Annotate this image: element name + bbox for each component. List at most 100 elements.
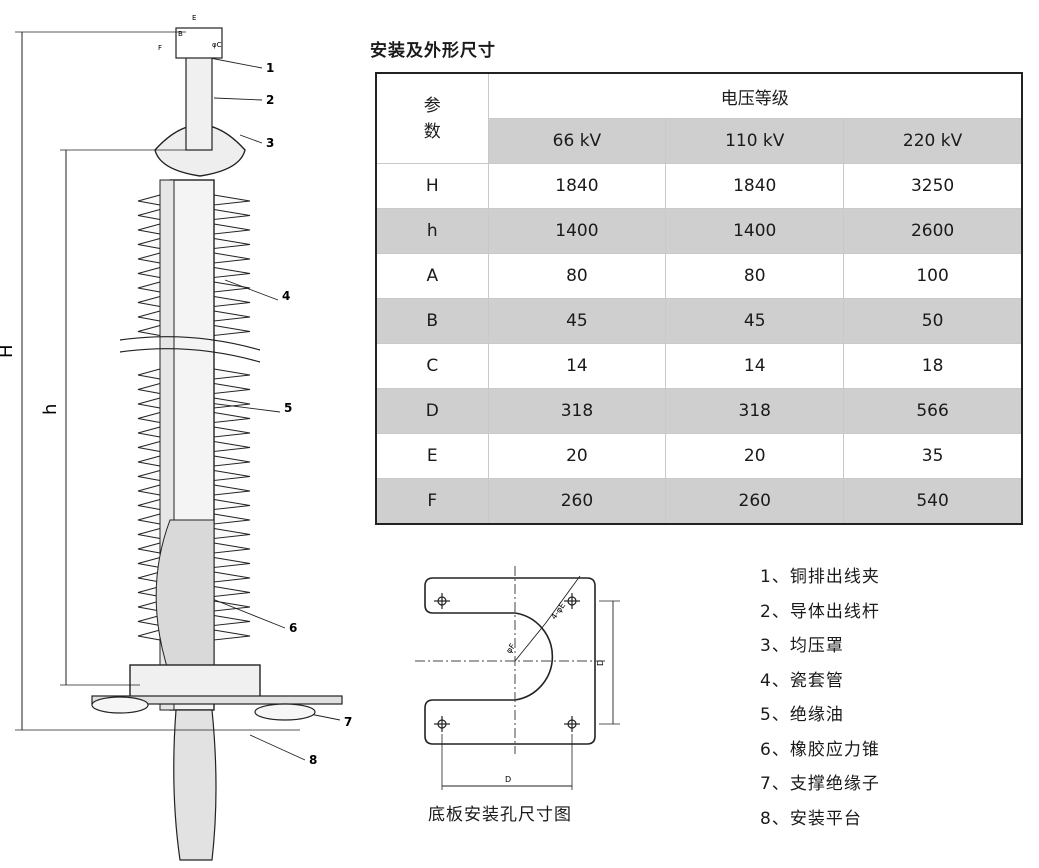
callout-leader — [209, 57, 263, 69]
voltage-header: 电压等级 — [487, 72, 1023, 119]
mount-holes — [434, 593, 580, 732]
detail-label: B — [178, 30, 183, 38]
shed-left — [137, 252, 161, 264]
dim-d-label-vertical: D — [596, 660, 605, 666]
value-cell: 260 — [487, 478, 667, 525]
shed-left — [137, 455, 161, 467]
shed-right — [213, 310, 251, 322]
value-cell: 20 — [665, 433, 845, 479]
callout-leader — [224, 279, 279, 301]
shed-right — [213, 426, 251, 438]
legend-item: 6、橡胶应力锥 — [760, 739, 880, 760]
shed-left — [137, 382, 161, 395]
shed-right — [213, 600, 251, 612]
legend-item: 7、支撑绝缘子 — [760, 774, 880, 794]
param-cell: A — [375, 253, 489, 299]
callout-number: 2 — [266, 93, 274, 107]
value-cell: 2600 — [843, 208, 1023, 254]
callout-number: 1 — [266, 61, 274, 75]
detail-label: F — [158, 44, 162, 52]
callout-number: 3 — [266, 136, 274, 150]
param-cell: H — [375, 163, 489, 209]
callout-number: 4 — [282, 289, 290, 303]
break-line — [119, 348, 261, 363]
shed-right — [213, 397, 251, 409]
value-cell: 318 — [665, 388, 845, 434]
shed-left — [137, 527, 161, 540]
shed-right — [213, 585, 251, 598]
plate-caption: 底板安装孔尺寸图 — [428, 805, 572, 825]
shed-left — [137, 208, 161, 221]
value-cell: 1840 — [487, 163, 667, 209]
value-cell: 20 — [487, 433, 667, 479]
copper-terminal-clamp — [175, 27, 223, 59]
shed-right — [213, 484, 251, 496]
value-cell: 3250 — [843, 163, 1023, 209]
legend-item: 3、均压罩 — [760, 636, 844, 656]
hole-leader — [544, 575, 581, 625]
voltage-col-110: 110 kV — [665, 118, 845, 164]
voltage-col-220: 220 kV — [843, 118, 1023, 164]
shed-left — [137, 542, 161, 554]
value-cell: 1840 — [665, 163, 845, 209]
value-cell: 50 — [843, 298, 1023, 344]
shed-left — [137, 440, 161, 453]
shed-right — [213, 368, 251, 380]
shed-right — [213, 295, 251, 308]
value-cell: 1400 — [487, 208, 667, 254]
shed-left — [137, 426, 161, 438]
callout-leader — [239, 134, 263, 144]
shed-left — [137, 237, 161, 250]
table-title: 安装及外形尺寸 — [370, 41, 496, 61]
detail-label: φC — [212, 41, 222, 49]
cable — [173, 709, 217, 861]
value-cell: 18 — [843, 343, 1023, 389]
value-cell: 35 — [843, 433, 1023, 479]
shed-left — [137, 194, 161, 206]
value-cell: 45 — [487, 298, 667, 344]
param-cell: E — [375, 433, 489, 479]
shed-left — [137, 223, 161, 235]
value-cell: 45 — [665, 298, 845, 344]
shed-left — [137, 310, 161, 322]
legend-item: 4、瓷套管 — [760, 670, 844, 691]
mounting-plate-drawing: φF 4-φE D D — [415, 566, 620, 790]
conductor-rod — [185, 49, 213, 151]
shed-right — [213, 629, 251, 641]
shed-left — [137, 368, 161, 380]
detail-label: E — [192, 14, 196, 22]
hole-label: 4-φE — [549, 601, 567, 621]
shed-right — [213, 194, 251, 206]
callout-number: 7 — [344, 715, 352, 729]
porcelain-sheds — [137, 194, 251, 641]
value-cell: 100 — [843, 253, 1023, 299]
shed-right — [213, 542, 251, 554]
value-cell: 14 — [487, 343, 667, 389]
callout-leader — [249, 734, 306, 761]
shed-left — [137, 397, 161, 409]
value-cell: 1400 — [665, 208, 845, 254]
shed-left — [137, 513, 161, 525]
shed-left — [137, 556, 161, 569]
shed-left — [137, 629, 161, 641]
legend-item: 1、铜排出线夹 — [760, 567, 880, 587]
shed-right — [213, 455, 251, 467]
param-cell: F — [375, 478, 489, 525]
value-cell: 80 — [665, 253, 845, 299]
value-cell: 260 — [665, 478, 845, 525]
legend-item: 5、绝缘油 — [760, 705, 844, 725]
shed-right — [213, 266, 251, 279]
param-cell: B — [375, 298, 489, 344]
radius-leader — [514, 623, 546, 662]
shed-right — [213, 208, 251, 221]
param-header: 参 数 — [375, 72, 489, 164]
value-cell: 540 — [843, 478, 1023, 525]
callout-number: 8 — [309, 753, 317, 767]
param-cell: h — [375, 208, 489, 254]
